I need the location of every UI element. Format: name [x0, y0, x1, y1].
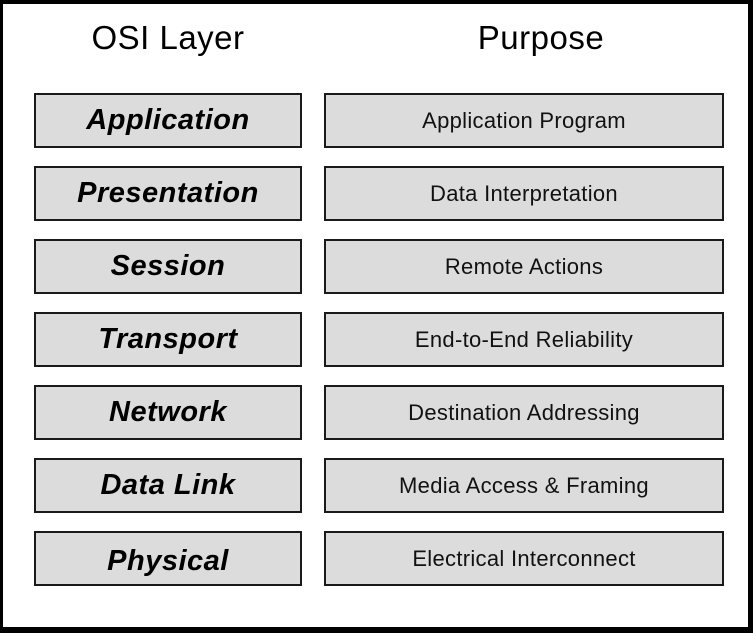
purpose-label: Data Interpretation	[430, 180, 618, 206]
osi-layer-label: Application	[86, 104, 250, 136]
osi-layer-box-session: Session	[34, 239, 302, 294]
osi-layer-box-presentation: Presentation	[34, 166, 302, 221]
osi-layer-box-network: Network	[34, 385, 302, 440]
purpose-box-network: Destination Addressing	[324, 385, 724, 440]
osi-layer-box-transport: Transport	[34, 312, 302, 367]
osi-layer-column-header: OSI Layer	[91, 19, 245, 56]
osi-layer-label: Data Link	[100, 469, 236, 501]
purpose-label: Electrical Interconnect	[412, 545, 636, 571]
purpose-label: Application Program	[422, 107, 626, 133]
purpose-box-data-link: Media Access & Framing	[324, 458, 724, 513]
purpose-box-presentation: Data Interpretation	[324, 166, 724, 221]
purpose-box-session: Remote Actions	[324, 239, 724, 294]
purpose-label: Remote Actions	[444, 253, 604, 279]
osi-layer-label: Physical	[107, 545, 229, 577]
purpose-box-application: Application Program	[324, 93, 724, 148]
purpose-label: End-to-End Reliability	[414, 326, 634, 352]
osi-layer-box-application: Application	[34, 93, 302, 148]
purpose-column-header: Purpose	[477, 19, 605, 56]
purpose-box-transport: End-to-End Reliability	[324, 312, 724, 367]
osi-layer-label: Presentation	[77, 177, 259, 209]
osi-layer-box-data-link: Data Link	[34, 458, 302, 513]
osi-layer-label: Transport	[98, 323, 238, 355]
purpose-label: Destination Addressing	[408, 399, 640, 425]
purpose-box-physical: Electrical Interconnect	[324, 531, 724, 586]
osi-layer-label: Network	[109, 396, 227, 428]
osi-layer-label: Session	[110, 250, 226, 282]
osi-layer-box-physical: Physical	[34, 531, 302, 586]
purpose-label: Media Access & Framing	[399, 472, 649, 498]
